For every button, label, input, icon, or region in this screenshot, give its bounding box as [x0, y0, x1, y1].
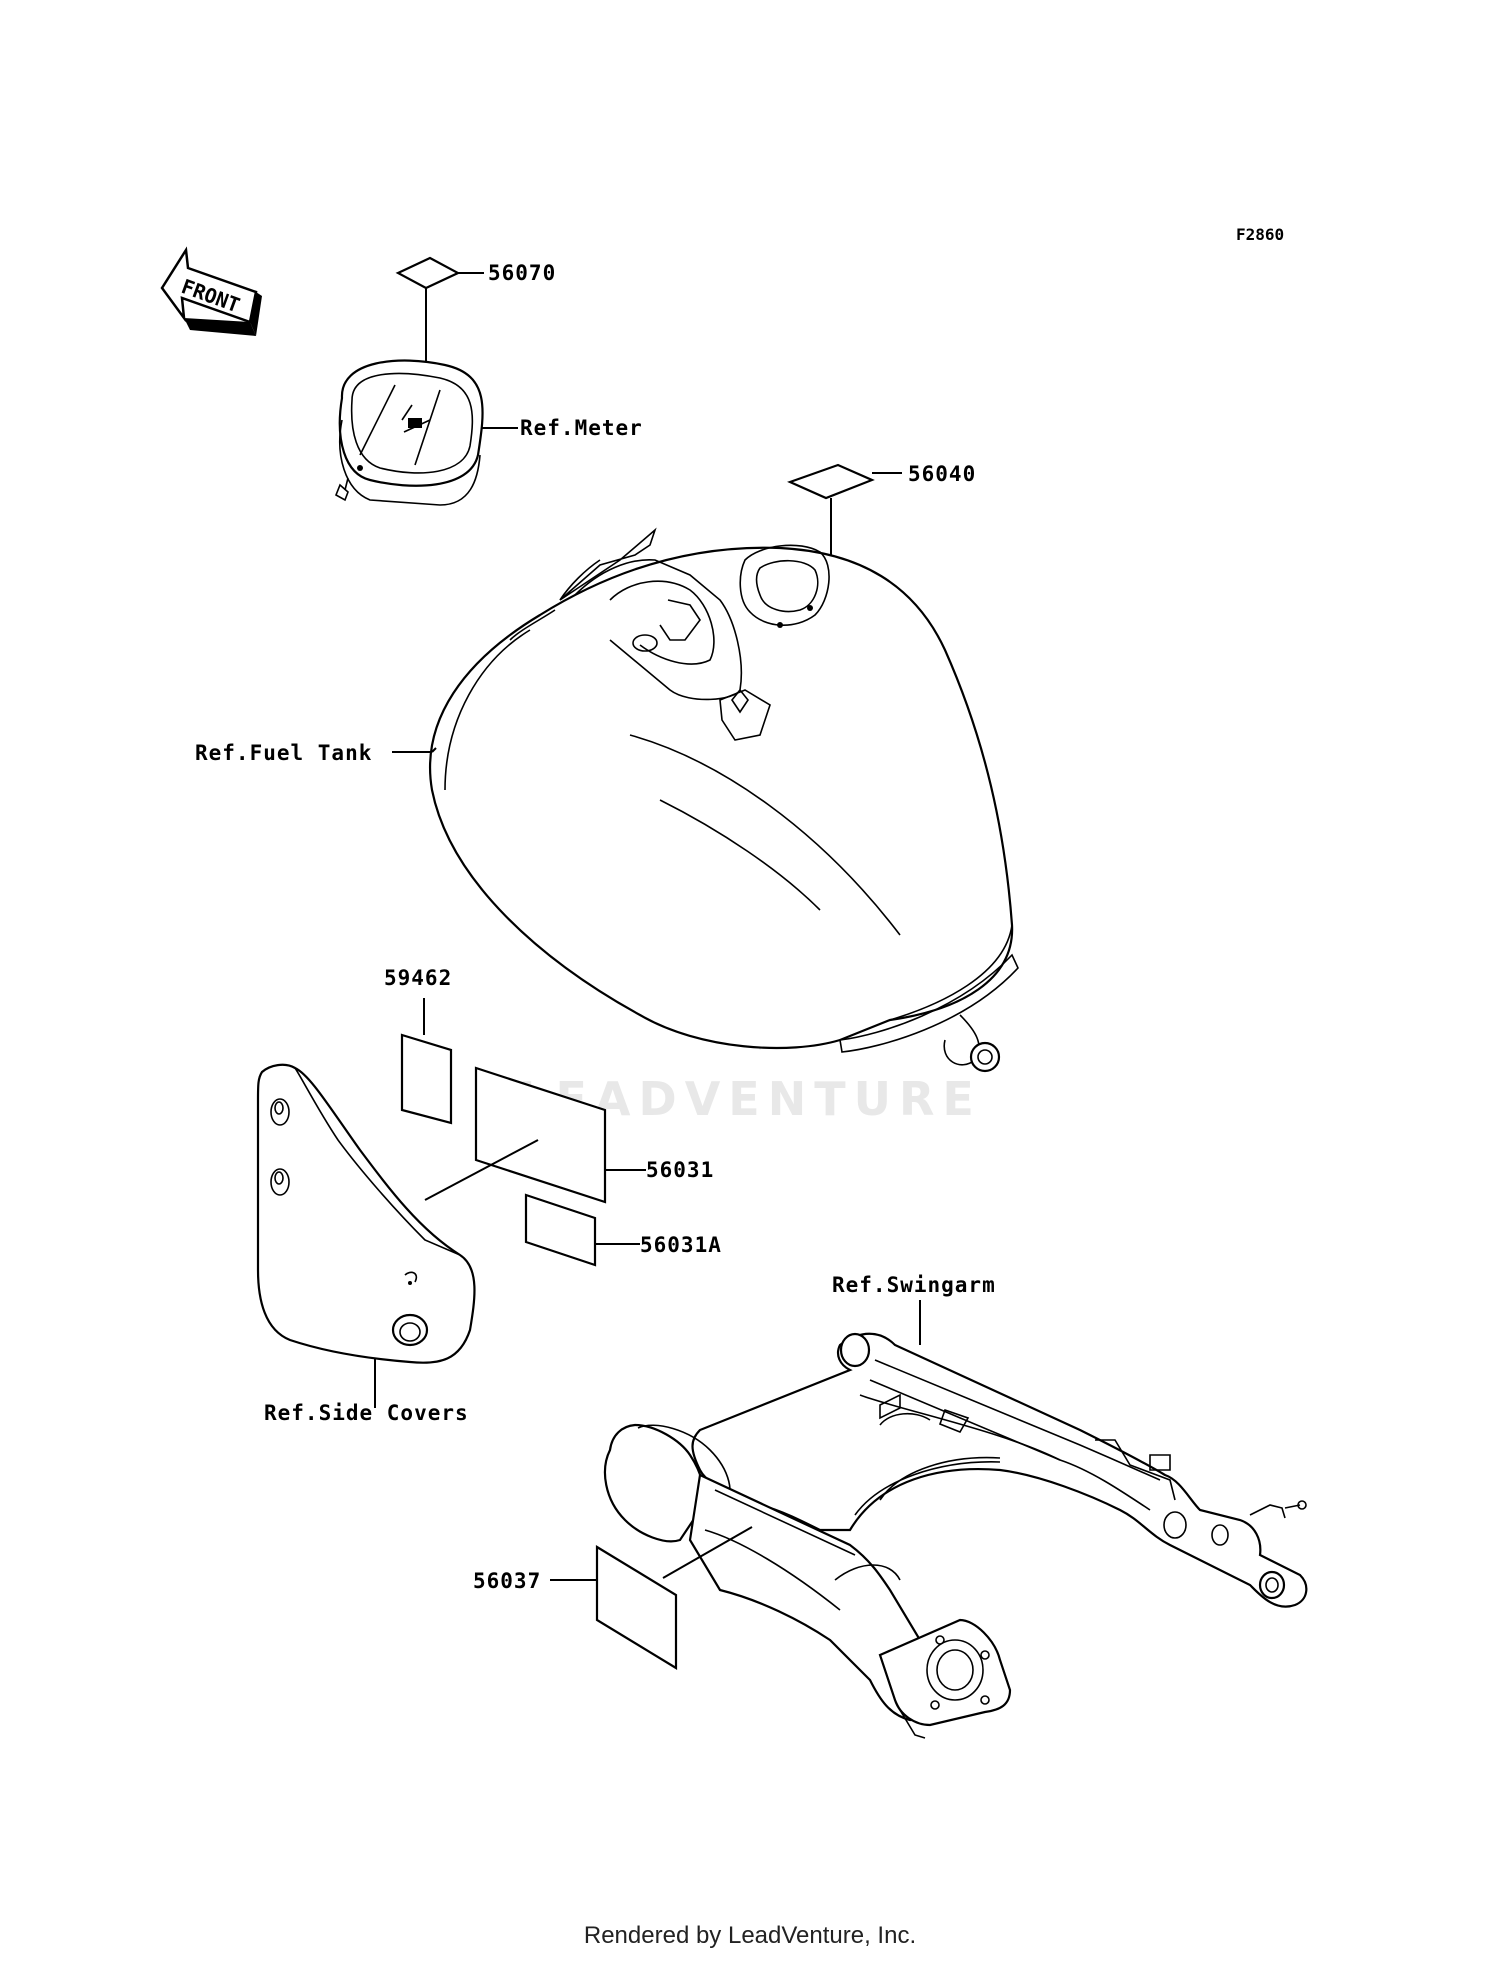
- footer-credit: Rendered by LeadVenture, Inc.: [583, 1922, 917, 1949]
- callout-56031a[interactable]: 56031A: [640, 1233, 722, 1257]
- side-cover-part: [256, 1063, 476, 1364]
- callout-56070[interactable]: 56070: [488, 261, 556, 285]
- fuel-tank-part: [429, 527, 1019, 1073]
- decal-59462: [400, 1033, 453, 1125]
- callout-56037[interactable]: 56037: [473, 1569, 541, 1593]
- decal-56031: [474, 1066, 607, 1204]
- callout-ref-side-covers[interactable]: Ref.Side Covers: [264, 1401, 469, 1425]
- decal-56031a: [524, 1193, 597, 1267]
- callout-ref-fuel-tank[interactable]: Ref.Fuel Tank: [195, 741, 372, 765]
- callout-ref-meter[interactable]: Ref.Meter: [520, 416, 643, 440]
- callout-59462[interactable]: 59462: [384, 966, 452, 990]
- decal-56037: [595, 1545, 678, 1670]
- callout-ref-swingarm[interactable]: Ref.Swingarm: [832, 1273, 996, 1297]
- callout-56040[interactable]: 56040: [908, 462, 976, 486]
- diagram-code: F2860: [1236, 225, 1284, 244]
- swingarm-part: [603, 1332, 1308, 1739]
- callout-56031[interactable]: 56031: [646, 1158, 714, 1182]
- front-arrow-icon: FRONT: [160, 246, 262, 336]
- meter-part: [334, 359, 484, 506]
